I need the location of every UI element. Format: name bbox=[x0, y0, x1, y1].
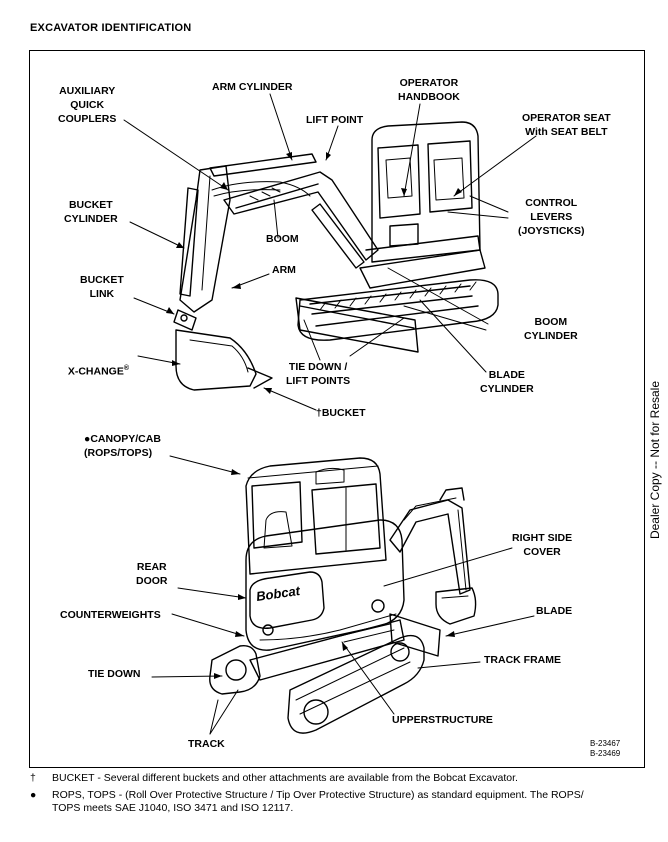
label-track-frame: TRACK FRAME bbox=[484, 654, 561, 666]
label-bucket-cylinder: BUCKET CYLINDER bbox=[64, 199, 118, 225]
label-boom-cylinder: BOOM CYLINDER bbox=[524, 316, 578, 342]
top-excavator-drawing bbox=[173, 121, 499, 391]
bottom-excavator-drawing bbox=[209, 457, 477, 734]
label-arm-cylinder: ARM CYLINDER bbox=[212, 81, 293, 93]
label-auxiliary-quick-couplers: AUXILIARY QUICK COUPLERS bbox=[58, 85, 117, 125]
label-bucket: †BUCKET bbox=[316, 407, 366, 419]
footnote-bucket-text: BUCKET - Several different buckets and o… bbox=[52, 772, 518, 784]
x-change-text: X-CHANGE bbox=[67, 365, 124, 378]
dealer-copy-watermark: Dealer Copy -- Not for Resale bbox=[648, 380, 662, 540]
label-x-change: X-CHANGE® bbox=[62, 348, 129, 379]
label-counterweights: COUNTERWEIGHTS bbox=[60, 609, 161, 621]
figure-reference-codes: B-23467 B-23469 bbox=[590, 739, 621, 758]
label-lift-point: LIFT POINT bbox=[306, 114, 364, 126]
label-arm: ARM bbox=[272, 264, 296, 276]
label-operator-handbook: OPERATOR HANDBOOK bbox=[398, 77, 460, 103]
label-operator-seat: OPERATOR SEAT With SEAT BELT bbox=[522, 112, 611, 138]
label-tie-down-lift-points: TIE DOWN / LIFT POINTS bbox=[286, 361, 351, 387]
label-bucket-link: BUCKET LINK bbox=[80, 274, 124, 300]
label-upperstructure: UPPERSTRUCTURE bbox=[392, 714, 493, 726]
footnote-bullet-symbol: ● bbox=[30, 789, 37, 801]
label-rear-door: REAR DOOR bbox=[136, 561, 168, 587]
label-control-levers: CONTROL LEVERS (JOYSTICKS) bbox=[518, 197, 585, 237]
label-tie-down: TIE DOWN bbox=[88, 668, 141, 680]
page-title: EXCAVATOR IDENTIFICATION bbox=[30, 22, 192, 34]
label-blade-cylinder: BLADE CYLINDER bbox=[480, 369, 534, 395]
label-right-side-cover: RIGHT SIDE COVER bbox=[512, 532, 573, 558]
label-track: TRACK bbox=[188, 738, 225, 750]
label-canopy-cab: ●CANOPY/CAB (ROPS/TOPS) bbox=[84, 433, 161, 459]
arrowheads bbox=[166, 152, 462, 679]
leader-lines bbox=[123, 93, 537, 735]
footnote-rops-text: ROPS, TOPS - (Roll Over Protective Struc… bbox=[52, 789, 584, 814]
label-boom: BOOM bbox=[266, 233, 299, 245]
registered-mark: ® bbox=[123, 365, 130, 372]
label-blade: BLADE bbox=[536, 605, 573, 617]
footnote-dagger-symbol: † bbox=[30, 772, 36, 784]
illustration-frame bbox=[29, 50, 645, 768]
